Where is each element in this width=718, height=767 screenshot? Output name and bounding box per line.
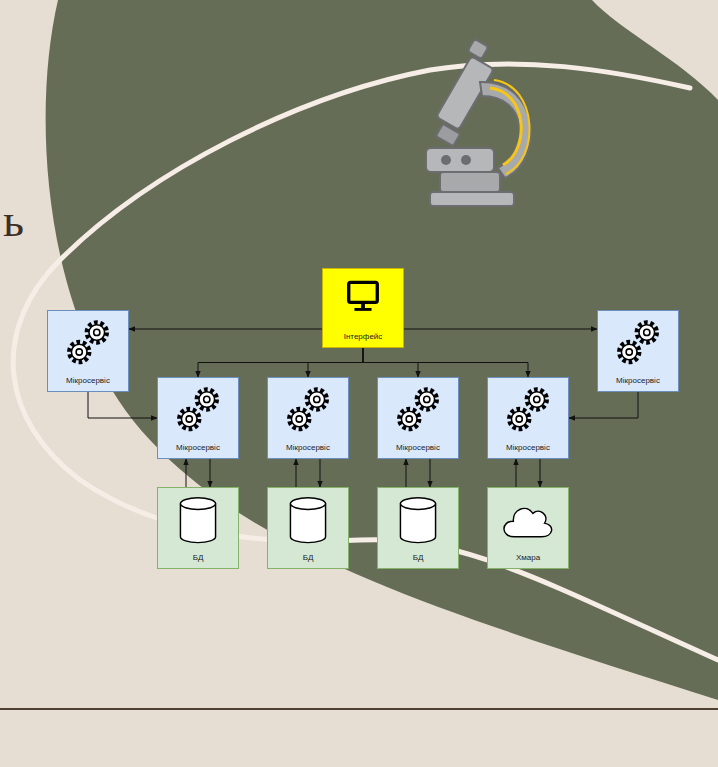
node-label: Мікросервіс (48, 376, 128, 386)
database-box: БД (377, 487, 459, 569)
microservice-box: Мікросервіс (377, 377, 459, 459)
node-label: БД (378, 553, 458, 563)
footer-rule (0, 708, 718, 710)
microservice-box: Мікросервіс (597, 310, 679, 392)
arrow-connector (186, 459, 187, 487)
arrow-connector (320, 459, 321, 487)
arrow-connector (296, 459, 297, 487)
node-label: Мікросервіс (598, 376, 678, 386)
arrow-connector (88, 392, 157, 418)
arrow-connector (129, 329, 322, 330)
microservice-box: Мікросервіс (267, 377, 349, 459)
database-box: БД (157, 487, 239, 569)
arrow-connector (210, 459, 211, 487)
swoosh-line (13, 64, 718, 660)
arrow-connector (569, 392, 638, 418)
arrow-connector (363, 348, 528, 377)
node-label: Мікросервіс (378, 443, 458, 453)
arrow-connector (516, 459, 517, 487)
node-label: Мікросервіс (268, 443, 348, 453)
microservice-box: Мікросервіс (157, 377, 239, 459)
node-label: Хмара (488, 553, 568, 563)
arrow-connector (406, 459, 407, 487)
node-label: БД (268, 553, 348, 563)
arrow-connector (430, 459, 431, 487)
arrow-connector (404, 329, 597, 330)
microservice-box: Мікросервіс (487, 377, 569, 459)
node-label: Мікросервіс (158, 443, 238, 453)
arrow-connector (308, 348, 363, 377)
olive-blob (46, 0, 718, 700)
node-label: Мікросервіс (488, 443, 568, 453)
interface-box: Інтерфейс (322, 268, 404, 348)
database-box: БД (267, 487, 349, 569)
microscope-illustration (426, 39, 531, 206)
node-label: БД (158, 553, 238, 563)
microservice-box: Мікросервіс (47, 310, 129, 392)
node-label: Інтерфейс (323, 332, 403, 342)
arrow-connector (198, 348, 363, 377)
title-fragment: ь (3, 196, 24, 246)
arrow-connector (540, 459, 541, 487)
cloud-box: Хмара (487, 487, 569, 569)
